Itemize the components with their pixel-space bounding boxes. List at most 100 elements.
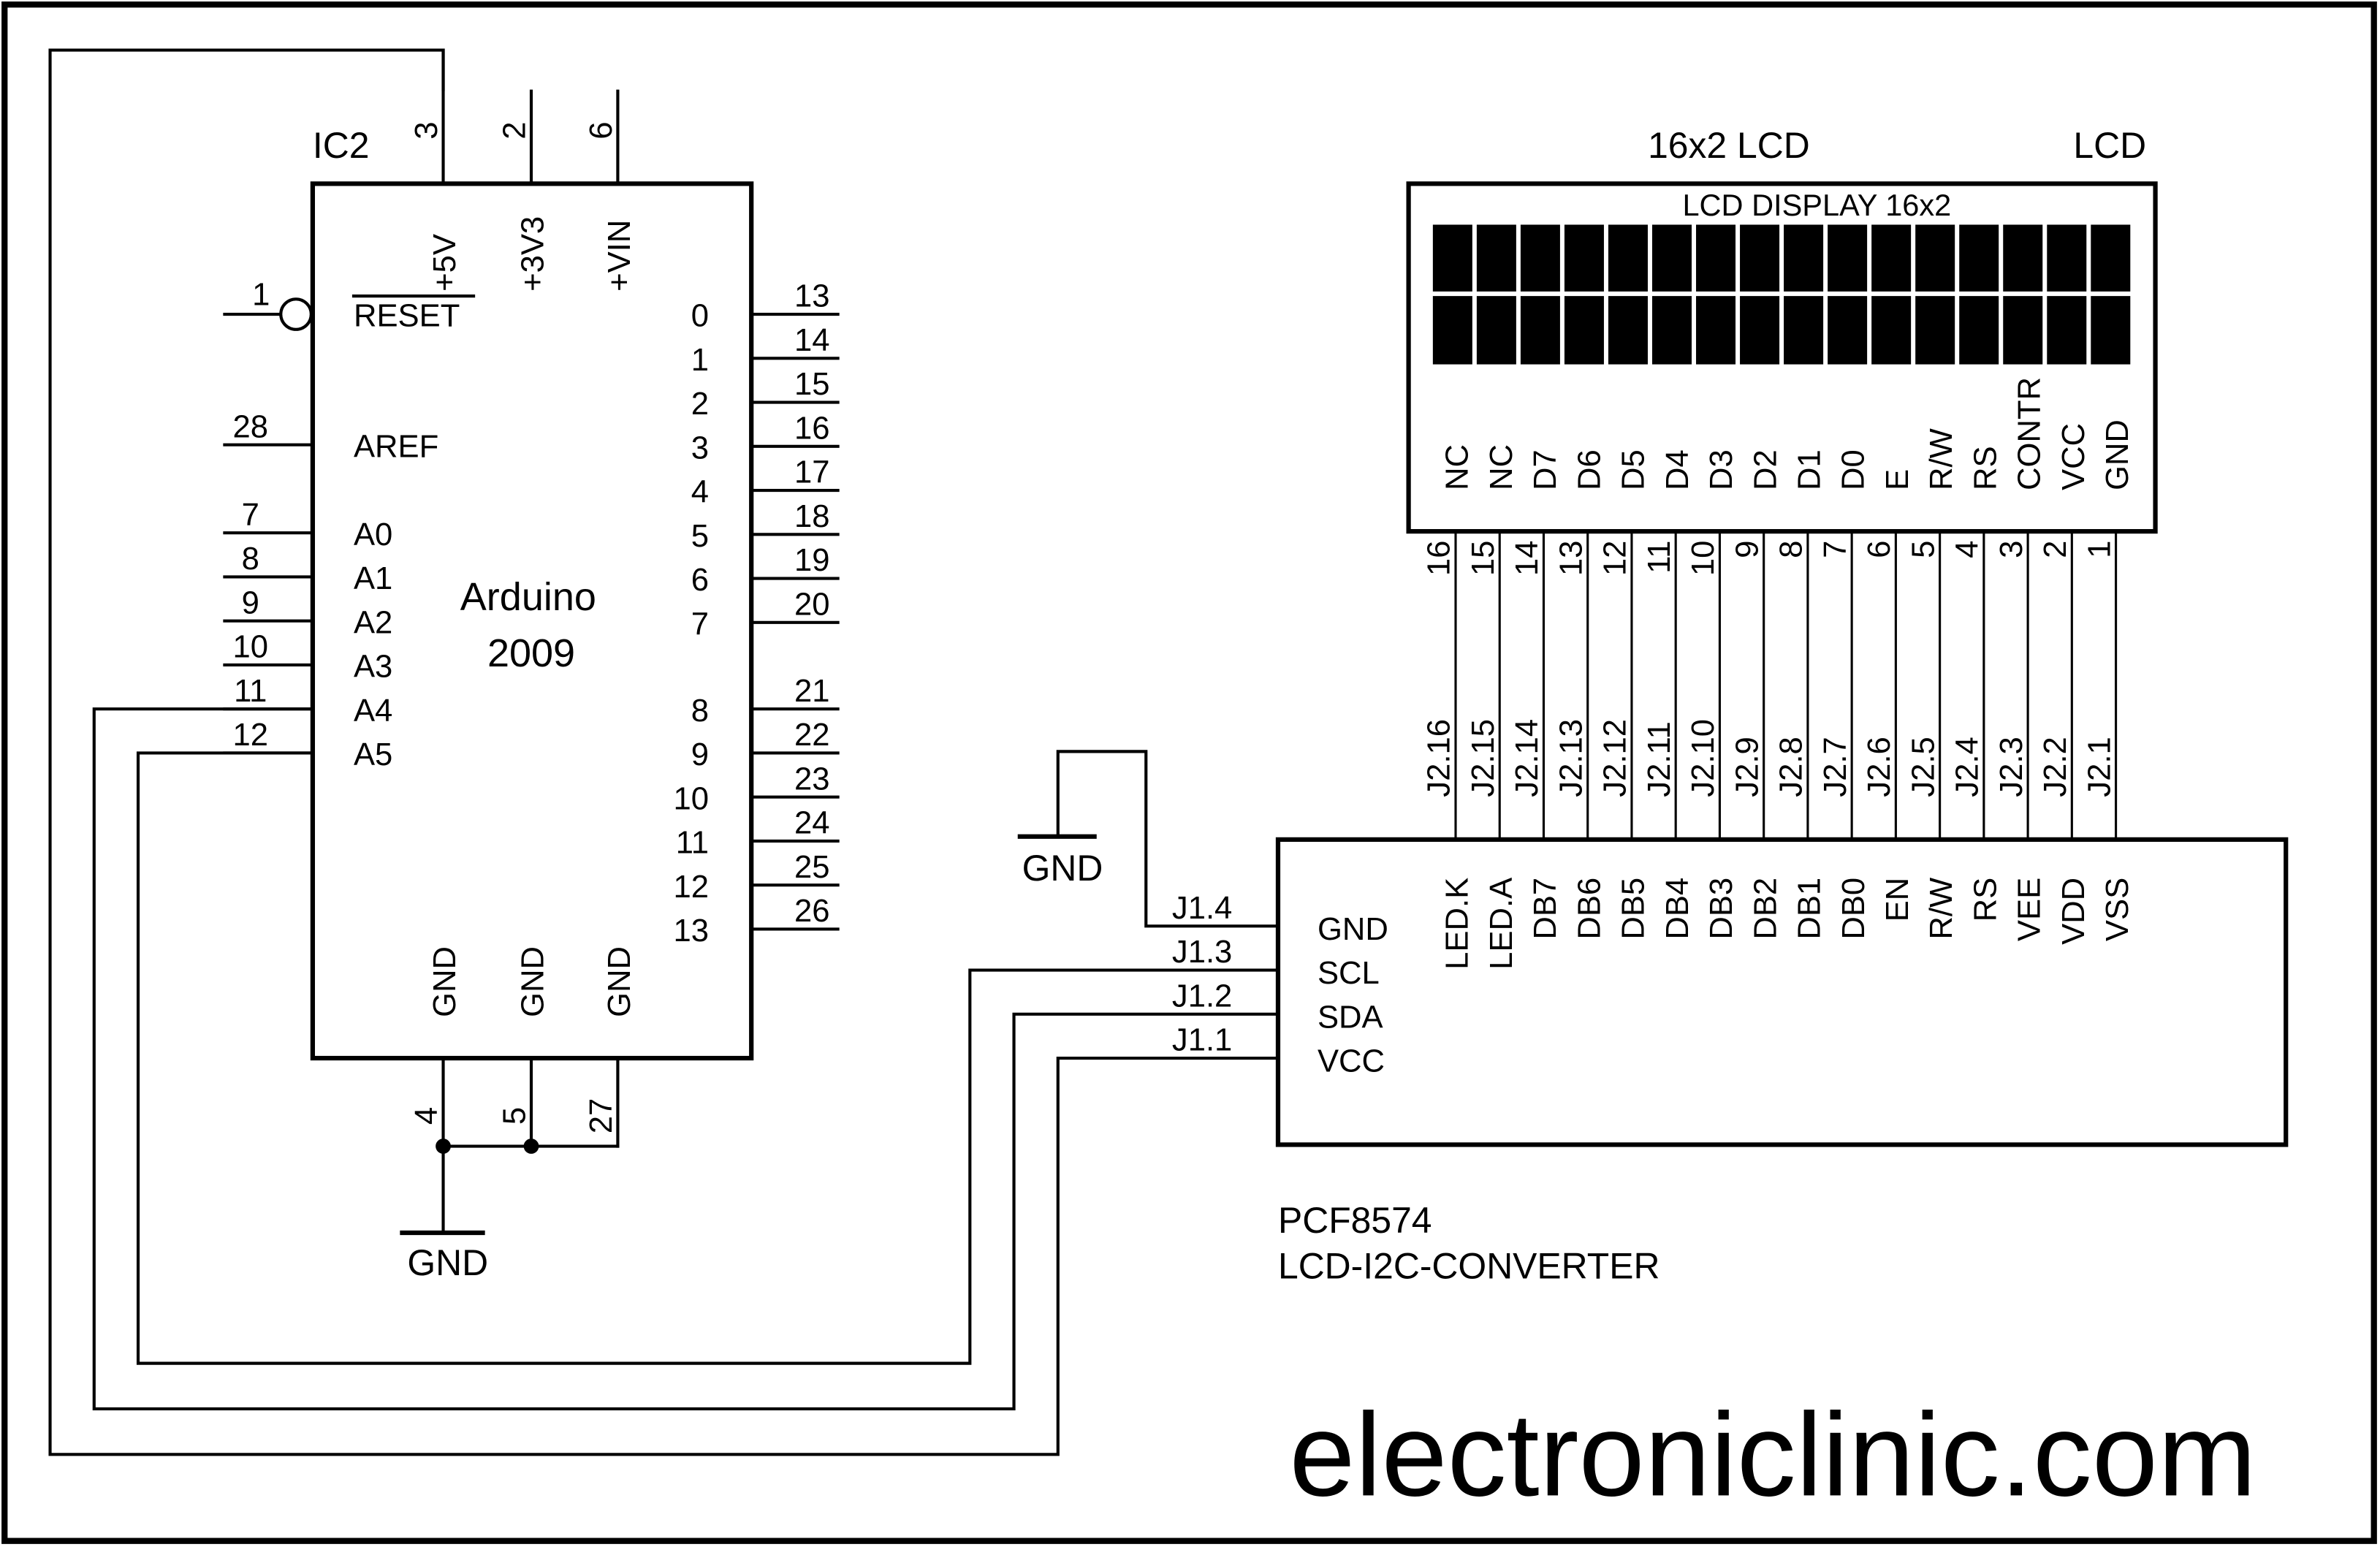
lcd-pin-number: 14	[1510, 541, 1545, 577]
converter-pin-label: LED.K	[1440, 878, 1475, 970]
left-pin-label: A0	[354, 517, 392, 552]
converter-pin-label: DB3	[1704, 878, 1739, 940]
lcd-char-cell	[1740, 224, 1780, 292]
j2-connector-label: J2.13	[1554, 719, 1589, 797]
wire-a4-sda	[92, 707, 1278, 1411]
lcd-pin-label: D0	[1836, 449, 1871, 490]
left-pin-number: 11	[234, 674, 267, 709]
lcd-char-cell	[1915, 296, 1955, 365]
top-pin-label: +VIN	[602, 220, 637, 292]
bottom-pin-number: 27	[584, 1098, 619, 1134]
right-pin-number: 26	[794, 894, 830, 929]
converter-pin-label: RS	[1968, 878, 2003, 922]
lcd-pin-label: CONTR	[2012, 377, 2048, 490]
i2c-connector-label: J1.4	[1172, 891, 1232, 926]
lcd-char-cell	[1608, 296, 1648, 365]
lcd-pin-label: D7	[1528, 449, 1563, 490]
top-pin-label: +5V	[427, 234, 463, 292]
lcd-pin-label: D5	[1616, 449, 1651, 490]
lcd-pin-number: 1	[2082, 541, 2117, 558]
right-pin-label: 1	[691, 343, 709, 378]
j2-connector-label: J2.7	[1818, 737, 1853, 797]
lcd-pin-number: 10	[1686, 541, 1721, 577]
lcd-pin-label: RS	[1968, 446, 2003, 490]
wire-a5-scl	[136, 751, 1278, 1365]
right-pin-label: 2	[691, 387, 709, 422]
left-pin-number: 28	[232, 409, 268, 444]
lcd-pin-label: D2	[1748, 449, 1783, 490]
reset-inverter-bubble	[279, 297, 313, 331]
arduino-ref: IC2	[313, 125, 370, 166]
lcd-pin-number: 15	[1466, 541, 1501, 577]
lcd-char-cell	[1696, 296, 1736, 365]
right-pin-number: 23	[794, 761, 830, 797]
lcd-char-cell	[1871, 224, 1912, 292]
lcd-pin-label: D3	[1704, 449, 1739, 490]
wire-5v-vcc	[48, 48, 1278, 1456]
left-pin-number: 10	[232, 630, 268, 665]
converter-pin-label: DB6	[1572, 878, 1607, 940]
right-pin-label: 13	[674, 913, 710, 949]
ground-label: GND	[407, 1242, 488, 1283]
right-pin-label: 4	[691, 475, 709, 510]
lcd-pin-number: 12	[1598, 541, 1633, 577]
lcd-char-cell	[1476, 296, 1516, 365]
lcd-char-cell	[1915, 224, 1955, 292]
j2-connector-label: J2.11	[1642, 721, 1677, 797]
converter-pin-label: DB2	[1748, 878, 1783, 940]
j2-connector-label: J2.10	[1686, 719, 1721, 797]
lcd-pin-number: 16	[1422, 541, 1457, 577]
right-pin-label: 12	[674, 870, 710, 905]
right-pin-number: 20	[794, 587, 830, 622]
i2c-connector-label: J1.2	[1172, 978, 1232, 1014]
left-pin-label: A1	[354, 561, 392, 596]
left-pin-number: 9	[242, 585, 259, 620]
j2-connector-label: J2.2	[2038, 737, 2073, 797]
lcd-char-cell	[1959, 296, 1999, 365]
watermark-text: electroniclinic.com	[1289, 1388, 2256, 1521]
converter-pin-label: VEE	[2012, 878, 2048, 941]
lcd-char-cell	[1564, 296, 1604, 365]
ground-label: GND	[1022, 848, 1103, 889]
converter-pin-label: DB4	[1660, 878, 1695, 940]
right-pin-number: 18	[794, 499, 830, 534]
right-pin-label: 10	[674, 781, 710, 816]
lcd-pin-label: VCC	[2056, 423, 2091, 490]
left-pin-number: 7	[242, 498, 259, 533]
right-pin-number: 21	[794, 674, 830, 709]
wire-gnd	[1056, 750, 1278, 928]
lcd-pin-number: 5	[1906, 541, 1941, 558]
lcd-pin-label: E	[1880, 469, 1915, 490]
lcd-char-cell	[1432, 296, 1472, 365]
i2c-converter-body	[1275, 837, 2289, 1147]
lcd-pin-number: 7	[1818, 541, 1853, 558]
right-pin-number: 19	[794, 543, 830, 578]
lcd-pin-number: 8	[1774, 541, 1809, 558]
right-pin-number: 17	[794, 455, 830, 490]
left-pin-label: A3	[354, 650, 392, 685]
lcd-char-cell	[1651, 296, 1692, 365]
right-pin-label: 8	[691, 693, 709, 729]
converter-desc: LCD-I2C-CONVERTER	[1278, 1245, 1659, 1286]
lcd-char-cell	[1784, 296, 1824, 365]
lcd-char-cell	[1740, 296, 1780, 365]
converter-pin-label: DB7	[1528, 878, 1563, 940]
converter-pin-label: DB1	[1792, 878, 1828, 940]
left-pin-number: 8	[242, 541, 259, 577]
i2c-pin-label: SDA	[1318, 1000, 1383, 1035]
lcd-pin-number: 9	[1730, 541, 1765, 558]
right-pin-label: 9	[691, 737, 709, 772]
right-pin-label: 7	[691, 607, 709, 642]
converter-pin-label: DB5	[1616, 878, 1651, 940]
converter-pin-label: EN	[1880, 878, 1915, 922]
converter-pin-label: VSS	[2100, 878, 2135, 941]
top-pin-number: 3	[409, 122, 444, 140]
converter-pin-label: R/W	[1924, 877, 1959, 940]
left-pin-label: A5	[354, 737, 392, 772]
right-pin-label: 3	[691, 430, 709, 465]
lcd-char-cell	[2091, 224, 2131, 292]
reset-pin-number: 1	[252, 278, 270, 313]
j2-connector-label: J2.4	[1950, 737, 1985, 797]
